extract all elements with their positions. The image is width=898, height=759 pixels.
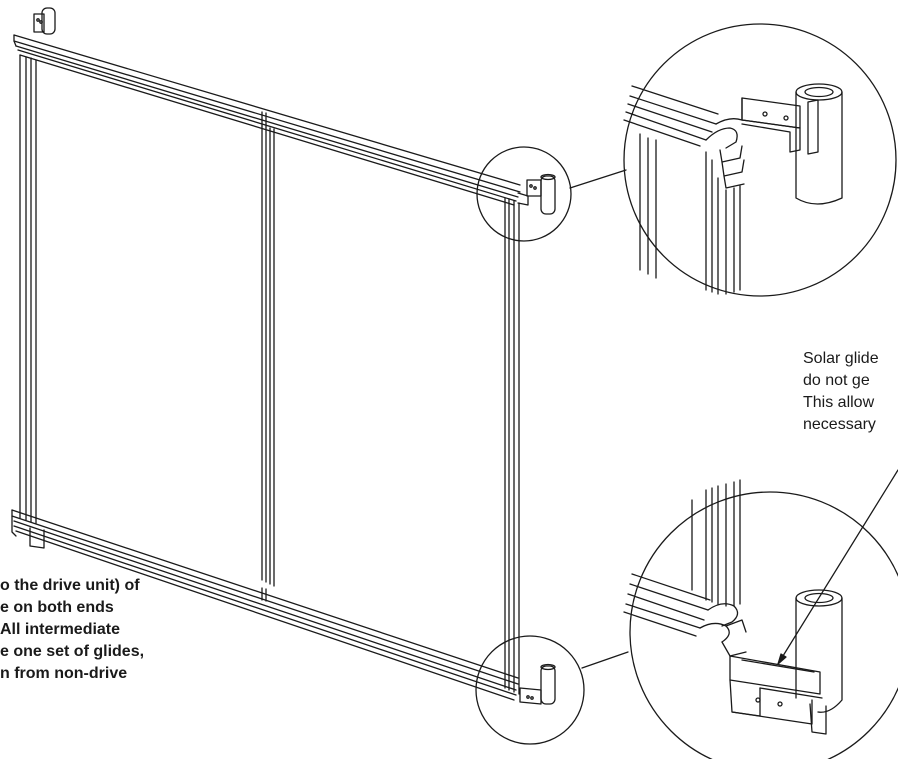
bottom-right-bracket — [519, 663, 556, 705]
top-rail — [13, 34, 521, 206]
detail-view-top — [623, 23, 897, 297]
note-line: e on both ends — [0, 599, 114, 616]
screen-panel — [11, 7, 629, 745]
top-left-bracket — [33, 7, 56, 35]
magnifier-circle-icon — [476, 146, 572, 242]
note-line: Solar glide — [803, 350, 879, 367]
left-stile — [19, 54, 37, 524]
bottom-rail — [11, 509, 519, 701]
note-line: This allow — [803, 394, 875, 411]
note-line: All intermediate — [0, 621, 121, 638]
solar-glide-note: Solar glide do not ge This allow necessa… — [803, 348, 879, 436]
detail-view-bottom — [623, 479, 898, 759]
magnifier-circle-icon — [475, 635, 585, 745]
note-line: o the drive unit) of — [0, 577, 140, 594]
leader-line-top — [569, 169, 627, 189]
middle-mullion — [261, 125, 275, 587]
note-line: n from non-drive — [0, 665, 128, 682]
leader-line-bottom — [581, 651, 629, 669]
note-line: do not ge — [803, 372, 870, 389]
note-line: e one set of glides, — [0, 643, 145, 660]
top-right-bracket — [517, 173, 556, 215]
assembly-note-left: o the drive unit) of e on both ends All … — [0, 575, 144, 685]
bottom-left-foot — [29, 527, 45, 549]
right-stile — [504, 197, 520, 695]
solar-glide-arrow — [777, 469, 898, 665]
note-line: necessary — [803, 416, 876, 433]
